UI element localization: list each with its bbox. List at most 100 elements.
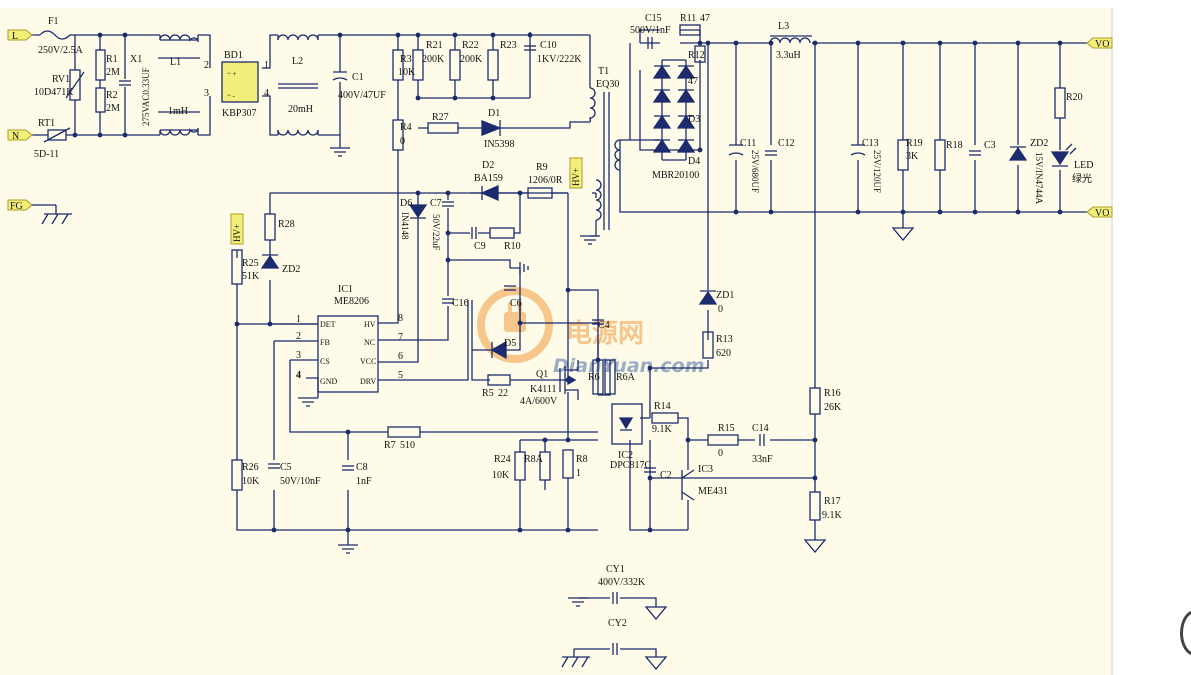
port-hv-t1 (569, 157, 583, 189)
pin-num-5: 5 (398, 370, 403, 381)
resistor-r24 (514, 451, 526, 481)
ports: L N FG VO VO HV+ HV+ ~ + ~ - (7, 29, 1113, 245)
grounds (41, 147, 915, 671)
transformer-t1 (589, 87, 596, 123)
zener-zd2 (260, 254, 280, 269)
port-vo-pos (1086, 37, 1113, 49)
port-vo-neg (1086, 206, 1113, 218)
label-r25-value: 51K (242, 271, 260, 282)
earth-fg (41, 205, 72, 225)
label-bd1-value: KBP307 (222, 108, 256, 119)
pin-fb: FB (320, 338, 330, 347)
label-d6-value: IN4148 (400, 212, 410, 240)
label-c15: C15 (645, 13, 662, 24)
label-c3: C3 (984, 140, 996, 151)
label-l1: L1 (170, 57, 181, 68)
port-hv-r25 (230, 213, 244, 245)
label-bd1-pin2: 2 (204, 60, 209, 71)
label-t1: T1 (598, 66, 609, 77)
thermistor-rt1 (47, 129, 67, 141)
varistor-rv1 (69, 69, 81, 101)
resistor-r2 (95, 87, 106, 113)
optocoupler-ic2 (611, 403, 643, 445)
label-r12: R12 (688, 50, 705, 61)
resistor-r8 (562, 449, 574, 479)
label-cy2: CY2 (608, 618, 627, 629)
label-r17-value: 9.1K (822, 510, 843, 521)
label-c10-value: 1KV/222K (537, 54, 582, 65)
resistor-r18 (934, 139, 946, 171)
resistor-r28 (264, 213, 276, 241)
port-fg-label: FG (10, 201, 23, 212)
pin-num-8: 8 (398, 313, 403, 324)
resistor-r13 (702, 331, 714, 359)
label-r10: R10 (504, 241, 521, 252)
label-q1: Q1 (536, 369, 548, 380)
label-c4: C4 (598, 320, 610, 331)
label-l2-value: 20mH (288, 104, 313, 115)
pin-hv: HV (364, 320, 376, 329)
label-l3-value: 3.3uH (776, 50, 801, 61)
components (39, 24, 1077, 656)
svg-text:~ -: ~ - (227, 92, 236, 100)
label-r18: R18 (946, 140, 963, 151)
ground-cy2-out (644, 656, 668, 671)
label-r14-value: 9.1K (652, 424, 673, 435)
label-x1-value: 275VAC0.33UF (141, 67, 151, 126)
component-labels: F1 250V/2.5A RV1 10D471K RT1 5D-11 R1 2M… (34, 13, 1093, 629)
resistor-r3 (392, 49, 404, 81)
label-r8a: R8A (524, 454, 544, 465)
label-r1: R1 (106, 54, 118, 65)
label-r24-value: 10K (492, 470, 510, 481)
pin-drv: DRV (360, 377, 376, 386)
label-zd1-value: 0 (718, 304, 723, 315)
label-ic3: IC3 (698, 464, 713, 475)
pin-vcc: VCC (360, 357, 376, 366)
resistor-r25 (231, 249, 243, 285)
port-l-label: L (12, 31, 18, 42)
label-rv1: RV1 (52, 74, 70, 85)
label-r11-value: 47 (700, 13, 710, 24)
label-r19: R19 (906, 138, 923, 149)
resistor-r12 (694, 45, 706, 63)
ground-cy1-out (644, 606, 668, 621)
label-r25: R25 (242, 258, 259, 269)
label-c13-value: 25V/120UF (872, 150, 882, 193)
label-r13-value: 620 (716, 348, 731, 359)
label-l2: L2 (292, 56, 303, 67)
label-zd2-out: ZD2 (1030, 138, 1048, 149)
diode-d6 (408, 204, 428, 219)
junctions (72, 32, 1063, 533)
resistor-r9 (527, 187, 553, 199)
resistor-r15 (707, 434, 739, 446)
label-r26: R26 (242, 462, 259, 473)
label-c14: C14 (752, 423, 769, 434)
label-bd1-pin3: 3 (204, 88, 209, 99)
pin-num-6: 6 (398, 351, 403, 362)
resistor-r19 (897, 139, 909, 171)
port-n-label: N (12, 131, 19, 142)
label-c7-value: 50V/22uF (431, 214, 441, 251)
ground-cy1 (568, 597, 588, 607)
label-zd2-out-value: 15V/IN4744A (1034, 152, 1044, 204)
label-r2: R2 (106, 90, 118, 101)
watermark: 电源网 DianYuan.com (477, 287, 705, 377)
diode-d5 (490, 340, 507, 360)
resistor-r10 (489, 227, 515, 239)
label-r28: R28 (278, 219, 295, 230)
label-r23: R23 (500, 40, 517, 51)
resistor-r1 (95, 49, 106, 81)
diode-d1 (481, 120, 502, 136)
label-ic2-value: DPC817C (610, 460, 651, 471)
label-r3-value: 10K (398, 67, 416, 78)
label-r27: R27 (432, 112, 449, 123)
label-d3: D3 (688, 114, 700, 125)
port-vo-pos-label: VO (1095, 39, 1109, 50)
label-d2-value: BA159 (474, 173, 503, 184)
label-c7: C7 (430, 198, 442, 209)
label-r22-value: 200K (460, 54, 483, 65)
label-r21-value: 200K (422, 54, 445, 65)
label-c13: C13 (862, 138, 879, 149)
resistor-r23 (487, 49, 499, 81)
